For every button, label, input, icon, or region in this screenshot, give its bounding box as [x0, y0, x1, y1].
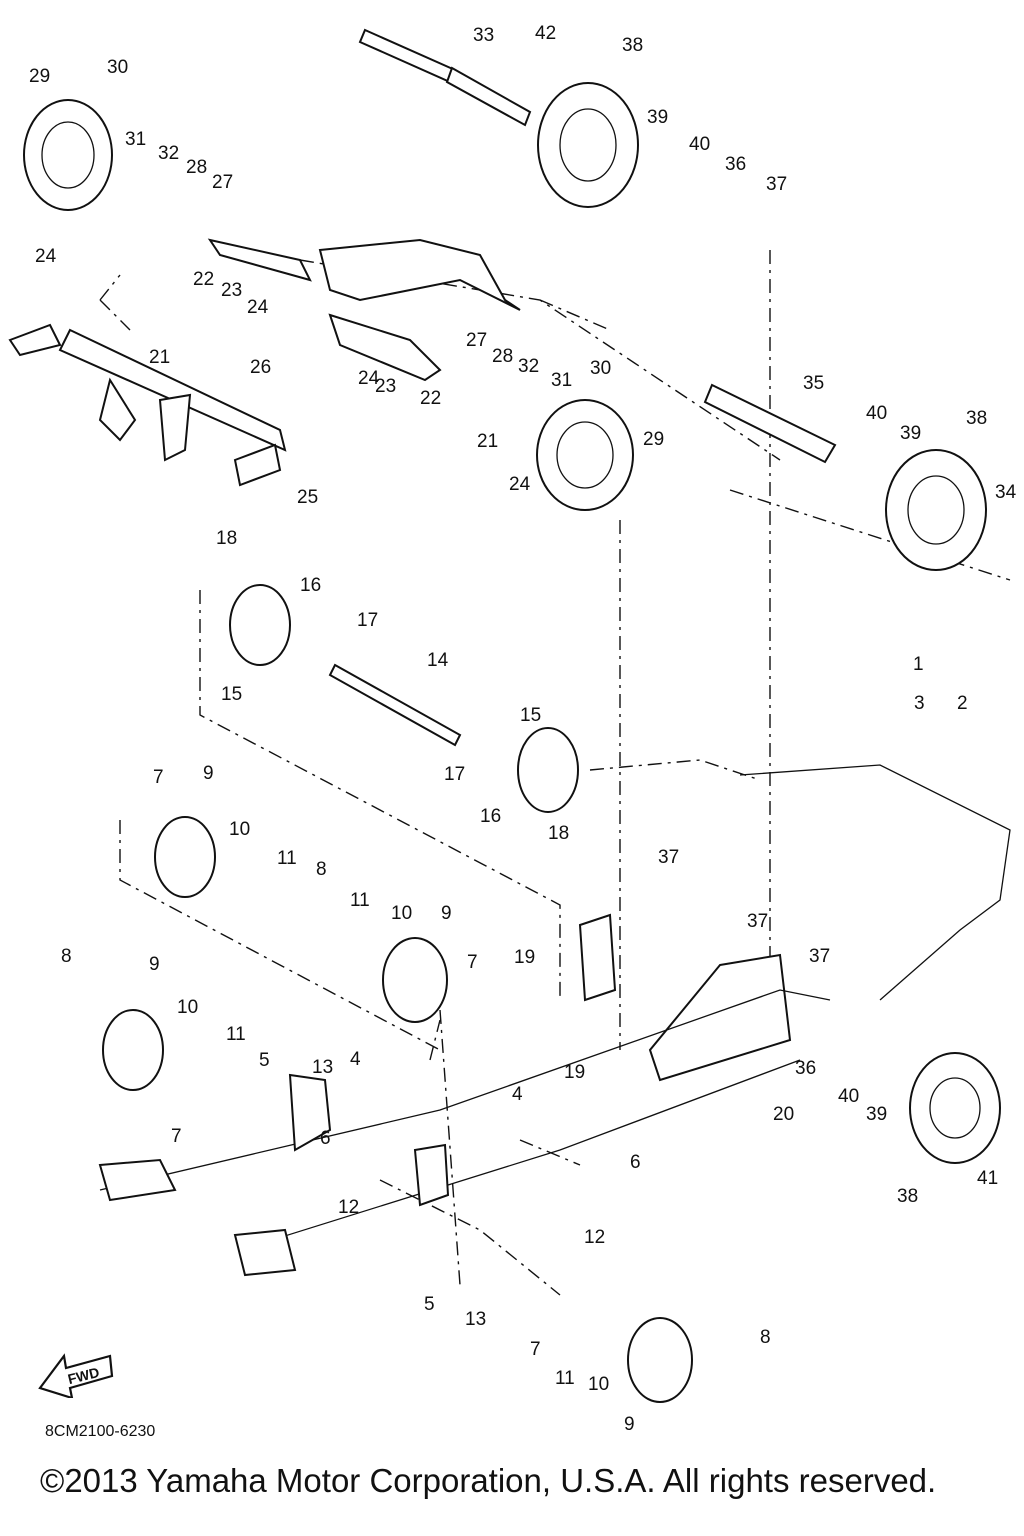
- callout-label: 22: [420, 388, 441, 409]
- callout-label: 11: [226, 1024, 246, 1045]
- callout-label: 33: [473, 25, 494, 46]
- callout-label: 35: [803, 373, 824, 394]
- callout-label: 3: [914, 693, 925, 714]
- forward-direction-arrow-icon: FWD: [38, 1353, 114, 1398]
- callout-label: 23: [221, 280, 242, 301]
- callout-label: 8: [316, 859, 327, 880]
- callout-label: 21: [149, 347, 170, 368]
- callout-label: 37: [747, 911, 768, 932]
- callout-label: 5: [424, 1294, 435, 1315]
- callout-label: 13: [312, 1057, 333, 1078]
- callout-label: 39: [866, 1104, 887, 1125]
- callout-label: 27: [212, 172, 233, 193]
- callout-label: 7: [171, 1126, 182, 1147]
- callout-label: 12: [584, 1227, 605, 1248]
- callout-label: 9: [441, 903, 452, 924]
- callout-label: 31: [125, 129, 146, 150]
- document-code: 8CM2100-6230: [45, 1423, 156, 1440]
- callout-label: 38: [622, 35, 643, 56]
- callout-label: 30: [590, 358, 611, 379]
- callout-label: 7: [530, 1339, 541, 1360]
- callout-label: 37: [766, 174, 787, 195]
- callout-label: 7: [153, 767, 164, 788]
- callout-label: 19: [564, 1062, 585, 1083]
- callout-label: 22: [193, 269, 214, 290]
- upper-arm-assembly: [8, 238, 521, 487]
- callout-label: 24: [358, 368, 380, 389]
- leader-lines: [99, 250, 1011, 1296]
- callout-label: 38: [897, 1186, 918, 1207]
- callout-label: 11: [555, 1368, 575, 1389]
- callout-label: 14: [427, 650, 449, 671]
- callout-label: 4: [512, 1084, 523, 1105]
- fwd-label: FWD: [66, 1364, 101, 1387]
- callout-label: 28: [492, 346, 513, 367]
- callout-label: 10: [391, 903, 412, 924]
- callout-label: 11: [277, 848, 297, 869]
- callout-label: 19: [514, 947, 535, 968]
- callout-label: 10: [177, 997, 198, 1018]
- callout-label: 1: [913, 654, 924, 675]
- callout-label: 40: [866, 403, 887, 424]
- slide-rails-and-track: [98, 764, 1011, 1277]
- callout-label: 28: [186, 157, 207, 178]
- copyright-notice: ©2013 Yamaha Motor Corporation, U.S.A. A…: [40, 1462, 937, 1499]
- callout-label: 17: [444, 764, 465, 785]
- callout-label: 6: [320, 1128, 331, 1149]
- callout-label: 20: [773, 1104, 794, 1125]
- callout-label: 8: [760, 1327, 771, 1348]
- callout-label: 16: [480, 806, 501, 827]
- callout-label: 21: [477, 431, 498, 452]
- callout-label: 31: [551, 370, 572, 391]
- shafts: [328, 28, 837, 747]
- callout-label: 5: [259, 1050, 270, 1071]
- callout-label: 10: [588, 1374, 609, 1395]
- callout-label: 10: [229, 819, 250, 840]
- callout-label: 27: [466, 330, 487, 351]
- callout-label: 36: [795, 1058, 816, 1079]
- callout-label: 9: [203, 763, 214, 784]
- callout-label: 12: [338, 1197, 359, 1218]
- callout-label: 29: [29, 66, 50, 87]
- callout-label: 24: [247, 297, 269, 318]
- callout-label: 26: [250, 357, 271, 378]
- callout-label: 24: [35, 246, 57, 267]
- callout-label: 32: [518, 356, 539, 377]
- callout-label: 18: [548, 823, 569, 844]
- callout-label: 16: [300, 575, 321, 596]
- callout-label: 25: [297, 487, 318, 508]
- callout-label: 37: [809, 946, 830, 967]
- callout-label: 40: [838, 1086, 859, 1107]
- callout-label: 13: [465, 1309, 486, 1330]
- callout-label: 7: [467, 952, 478, 973]
- callout-label: 38: [966, 408, 987, 429]
- callout-label: 34: [995, 482, 1017, 503]
- callout-label: 30: [107, 57, 128, 78]
- callout-label: 8: [61, 946, 72, 967]
- callout-label: 24: [509, 474, 531, 495]
- callout-label: 9: [149, 954, 160, 975]
- callout-label: 15: [221, 684, 242, 705]
- callout-label: 42: [535, 23, 556, 44]
- callout-label: 9: [624, 1414, 635, 1435]
- callout-label: 40: [689, 134, 710, 155]
- callout-label: 32: [158, 143, 179, 164]
- callout-label: 23: [375, 376, 396, 397]
- callout-label: 39: [647, 107, 668, 128]
- callout-label: 41: [977, 1168, 998, 1189]
- wheels: [23, 82, 1001, 1403]
- callouts: 1 2 3 4 4 5 5 6 6 7 7 7 7 8 8 8 9 9 9 9 …: [29, 23, 1017, 1435]
- callout-label: 4: [350, 1049, 361, 1070]
- callout-label: 17: [357, 610, 378, 631]
- callout-label: 18: [216, 528, 237, 549]
- callout-label: 15: [520, 705, 541, 726]
- callout-label: 2: [957, 693, 968, 714]
- callout-label: 39: [900, 423, 921, 444]
- callout-label: 37: [658, 847, 679, 868]
- callout-label: 11: [350, 890, 370, 911]
- callout-label: 36: [725, 154, 746, 175]
- callout-label: 6: [630, 1152, 641, 1173]
- callout-label: 29: [643, 429, 664, 450]
